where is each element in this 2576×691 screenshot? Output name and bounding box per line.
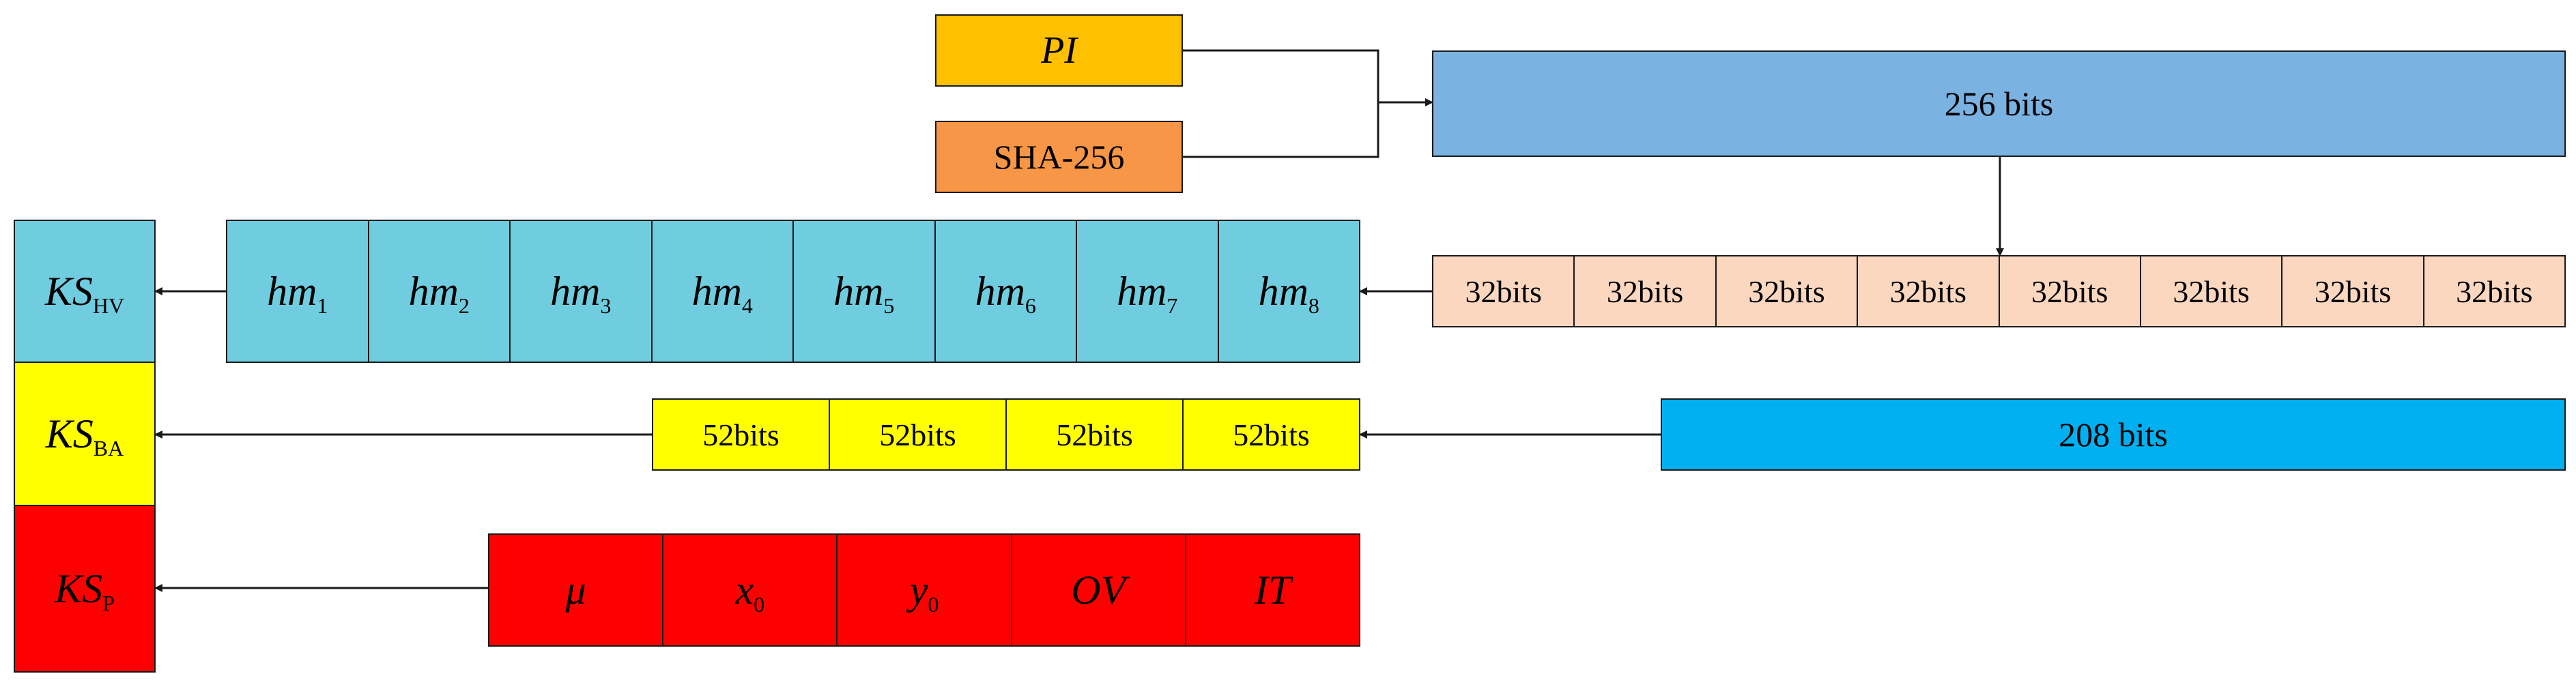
pi-box: PI	[935, 14, 1183, 87]
bits32-segment-3: 32bits	[1715, 255, 1859, 327]
hash-output-label: 256 bits	[1944, 85, 2054, 123]
hm-segment-2: hm2	[367, 220, 511, 363]
param-segment-3: y0	[836, 533, 1012, 647]
bits208-label: 208 bits	[2059, 415, 2168, 454]
hm-segment-7: hm7	[1076, 220, 1219, 363]
bits52-segment-4: 52bits	[1182, 398, 1360, 471]
param-segment-5: IT	[1184, 533, 1361, 647]
bits52-segment-2: 52bits	[829, 398, 1007, 471]
bits32-segment-7: 32bits	[2281, 255, 2424, 327]
bits52-segment-3: 52bits	[1005, 398, 1184, 471]
hm-segment-1: hm1	[226, 220, 369, 363]
hm-segment-8: hm8	[1217, 220, 1360, 363]
hash-output-box: 256 bits	[1432, 50, 2566, 157]
sha-connector	[1183, 102, 1379, 158]
param-segment-4: OV	[1010, 533, 1186, 647]
param-segment-2: x0	[662, 533, 838, 647]
pi-label: PI	[1041, 29, 1077, 72]
keystream-ba-box: KSBA	[14, 362, 156, 506]
bits32-segment-2: 32bits	[1573, 255, 1717, 327]
bits52-segment-1: 52bits	[652, 398, 830, 471]
hm-segment-4: hm4	[650, 220, 794, 363]
sha256-label: SHA-256	[993, 138, 1125, 176]
bits32-segment-8: 32bits	[2422, 255, 2566, 327]
keystream-p-label: KSP	[55, 565, 115, 615]
bits208-box: 208 bits	[1661, 398, 2566, 471]
keystream-ba-label: KSBA	[45, 411, 124, 460]
bits32-segment-5: 32bits	[1998, 255, 2141, 327]
keystream-hv-label: KSHV	[44, 268, 125, 318]
hm-segment-5: hm5	[792, 220, 936, 363]
keystream-p-box: KSP	[14, 505, 156, 673]
sha256-box: SHA-256	[935, 121, 1183, 193]
param-segment-1: μ	[488, 533, 664, 647]
keystream-hv-box: KSHV	[14, 220, 156, 363]
bits32-segment-6: 32bits	[2139, 255, 2283, 327]
hm-segment-6: hm6	[934, 220, 1077, 363]
hm-segment-3: hm3	[509, 220, 653, 363]
pi-connector	[1183, 49, 1379, 102]
bits32-segment-4: 32bits	[1857, 255, 2000, 327]
bits32-segment-1: 32bits	[1432, 255, 1575, 327]
